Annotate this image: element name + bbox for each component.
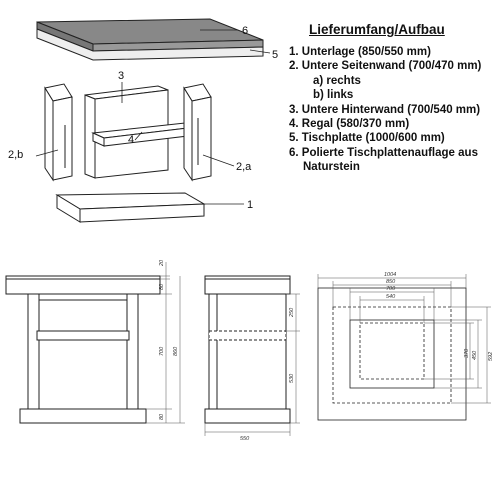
side-dim-550: 550 [240, 436, 250, 442]
exploded-view [36, 18, 264, 223]
top-dim-592: 592 [488, 352, 494, 361]
callout-leaders [35, 29, 271, 205]
callout-2b: 2,b [8, 149, 23, 161]
callout-labels: 6 5 3 4 2,b 2,a 1 [8, 25, 278, 211]
left-side-wall [44, 83, 73, 182]
callout-6: 6 [242, 25, 248, 37]
legend-item-regal: 4. Regal (580/370 mm) [289, 118, 410, 131]
callout-5: 5 [272, 49, 278, 61]
legend-item-unterlage: 1. Unterlage (850/550 mm) [289, 46, 431, 58]
front-elevation [5, 275, 161, 424]
top-dim-1004: 1004 [384, 272, 396, 278]
top-dim-450: 450 [472, 350, 478, 360]
legend-item-tischplattenauflage: 6. Polierte Tischplattenauflage aus [289, 146, 478, 159]
top-dim-540: 540 [386, 294, 396, 300]
legend-item-seitenwand-links: b) links [313, 89, 354, 102]
legend-item-naturstein: Naturstein [303, 161, 360, 174]
top-dimensions [317, 274, 491, 404]
parts-list: 1. Unterlage (850/550 mm) 2. Untere Seit… [289, 45, 497, 175]
base-plate [55, 192, 206, 223]
side-dimensions [204, 293, 300, 436]
stone-top-plate [36, 18, 264, 52]
callout-1: 1 [247, 199, 253, 211]
parts-legend: Lieferumfang/Aufbau 1. Unterlage (850/55… [289, 22, 497, 175]
top-dim-850: 850 [386, 279, 396, 285]
front-dimensions [146, 262, 185, 424]
table-plate [36, 28, 264, 61]
front-dim-80-top: 80 [159, 283, 165, 290]
side-dim-250: 250 [289, 307, 295, 318]
front-dim-860: 860 [173, 346, 179, 356]
callout-2a: 2,a [236, 161, 252, 173]
legend-item-tischplatte: 5. Tischplatte (1000/600 mm) [289, 132, 445, 145]
side-dimension-labels: 250 530 550 [240, 307, 295, 442]
legend-title: Lieferumfang/Aufbau [309, 22, 445, 37]
front-dim-80-bottom: 80 [159, 413, 165, 420]
side-elevation [204, 275, 291, 424]
legend-item-seitenwand-rechts: a) rechts [313, 74, 361, 87]
right-side-wall [183, 83, 212, 182]
front-dim-700: 700 [159, 346, 165, 356]
top-view [317, 287, 467, 421]
top-dim-700: 700 [386, 286, 396, 292]
front-dim-20: 20 [159, 259, 165, 267]
side-dim-530: 530 [289, 373, 295, 383]
callout-4: 4 [128, 134, 134, 146]
top-dimension-labels: 1004 850 700 540 370 450 592 [384, 272, 494, 361]
top-dim-370: 370 [464, 348, 470, 358]
legend-item-hinterwand: 3. Untere Hinterwand (700/540 mm) [289, 103, 481, 116]
legend-item-seitenwand: 2. Untere Seitenwand (700/470 mm) [289, 60, 482, 73]
callout-3: 3 [118, 70, 124, 82]
front-dimension-labels: 20 80 700 860 80 [159, 259, 179, 420]
